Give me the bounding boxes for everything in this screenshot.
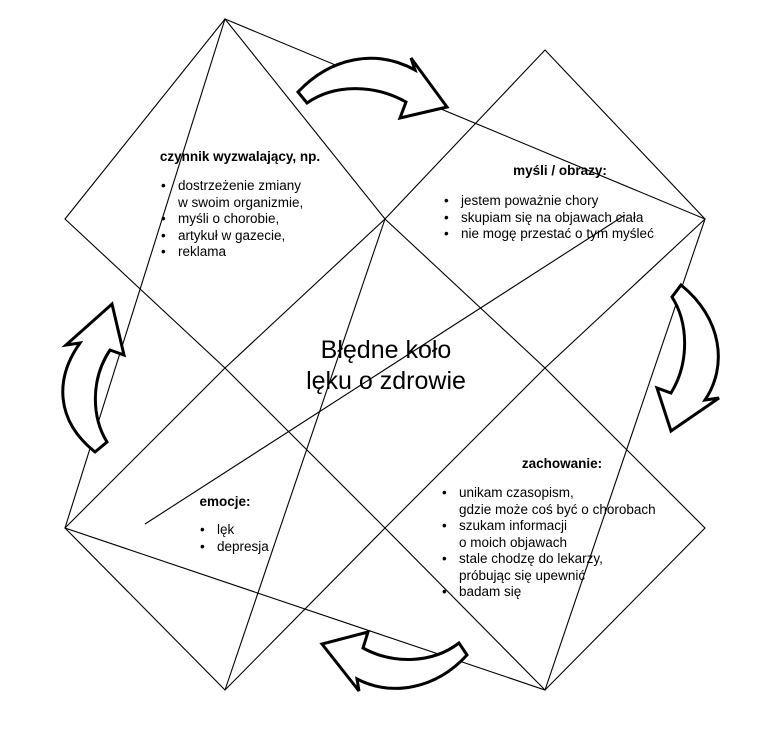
- emotions-heading: emocje:: [199, 494, 251, 509]
- list-item: nie mogę przestać o tym myśleć: [444, 226, 680, 243]
- curved-arrow-icon: [296, 56, 450, 121]
- diamond-behavior: [384, 367, 706, 691]
- thoughts-list: jestem poważnie chory skupiam się na obj…: [444, 193, 680, 243]
- trigger-heading: czynnik wyzwalający, np.: [159, 149, 321, 164]
- thoughts-block: myśli / obrazy: jestem poważnie chory sk…: [440, 162, 680, 243]
- emotions-block: emocje: lęk depresja: [170, 493, 280, 555]
- curved-arrow-icon: [654, 282, 720, 434]
- diamond-emotions: [64, 367, 386, 691]
- list-item: myśli o chorobie,: [161, 211, 345, 228]
- behavior-block: zachowanie: unikam czasopism, gdzie może…: [442, 455, 682, 601]
- behavior-list: unikam czasopism, gdzie może coś być o c…: [442, 485, 682, 601]
- divider-line-2: [144, 214, 626, 525]
- list-item: depresja: [200, 539, 280, 556]
- curved-arrow-icon: [61, 301, 127, 454]
- list-item: dostrzeżenie zmiany w swoim organizmie,: [161, 178, 345, 211]
- list-item: lęk: [200, 522, 280, 539]
- list-item: skupiam się na objawach ciała: [444, 210, 680, 227]
- behavior-heading: zachowanie:: [521, 456, 603, 471]
- curved-arrow-icon: [319, 629, 469, 692]
- list-item: unikam czasopism, gdzie może coś być o c…: [442, 485, 682, 518]
- list-item: reklama: [161, 244, 345, 261]
- thoughts-heading: myśli / obrazy:: [513, 163, 607, 178]
- list-item: badam się: [442, 584, 682, 601]
- list-item: artykuł w gazecie,: [161, 228, 345, 245]
- list-item: szukam informacji o moich objawach: [442, 518, 682, 551]
- emotions-list: lęk depresja: [200, 522, 280, 555]
- list-item: stale chodzę do lekarzy, próbując się up…: [442, 551, 682, 584]
- divider-line-1: [224, 218, 386, 691]
- list-item: jestem poważnie chory: [444, 193, 680, 210]
- trigger-block: czynnik wyzwalający, np. dostrzeżenie zm…: [135, 148, 345, 261]
- trigger-list: dostrzeżenie zmiany w swoim organizmie, …: [161, 178, 345, 261]
- center-title: Błędne koło lęku o zdrowie: [306, 336, 466, 395]
